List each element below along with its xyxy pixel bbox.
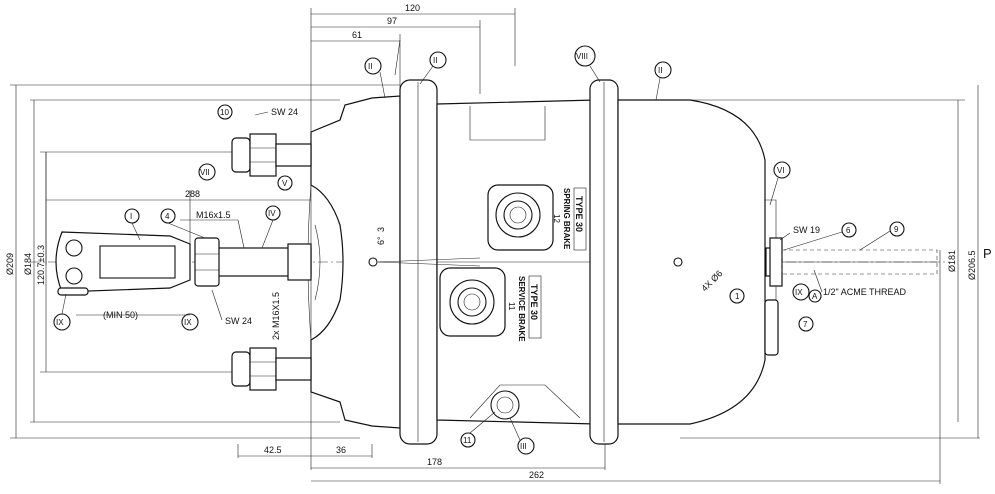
svg-text:4: 4 xyxy=(165,212,170,221)
spring-chamber xyxy=(617,99,766,425)
svg-text:II: II xyxy=(368,62,372,71)
mounting-stud-top xyxy=(231,133,312,177)
callout-sw19: SW 19 xyxy=(793,225,820,235)
dim-97: 97 xyxy=(387,16,397,26)
mounting-stud-bottom xyxy=(231,347,312,391)
svg-text:A: A xyxy=(812,292,818,301)
svg-text:VI: VI xyxy=(777,166,785,175)
svg-text:III: III xyxy=(520,442,527,451)
right-dimensions: Ø206.5 Ø181 P xyxy=(947,85,992,438)
dim-tol3: 3 xyxy=(376,227,386,232)
svg-text:SPRING BRAKE: SPRING BRAKE xyxy=(562,188,571,250)
dim-dia181: Ø181 xyxy=(947,250,957,272)
svg-text:TYPE 30: TYPE 30 xyxy=(574,196,584,232)
left-dimensions: Ø209 Ø184 120.7±0.3 xyxy=(5,85,47,438)
clevis xyxy=(55,231,191,296)
bubbles: 10 VII V I 4 IV IX IX II II VIII II VI 6… xyxy=(53,45,905,455)
svg-text:I: I xyxy=(130,212,132,221)
svg-text:II: II xyxy=(433,56,437,65)
dim-120: 120 xyxy=(405,3,420,13)
svg-text:9: 9 xyxy=(894,225,899,234)
dim-288: 288 xyxy=(185,189,200,199)
svg-text:7: 7 xyxy=(803,320,808,329)
bubble-leaders xyxy=(61,39,891,441)
clamp-ring-left xyxy=(399,79,438,445)
dim-120-7: 120.7±0.3 xyxy=(36,245,46,285)
callout-acme-thread: 1/2" ACME THREAD xyxy=(823,287,907,297)
bottom-dimensions: 42.5 36 178 262 xyxy=(238,445,940,482)
svg-text:12: 12 xyxy=(552,214,561,223)
push-rod xyxy=(194,237,312,287)
dim-angle6: 6° xyxy=(376,236,386,245)
dim-dia209: Ø209 xyxy=(5,253,15,275)
svg-text:TYPE 30: TYPE 30 xyxy=(529,284,539,320)
callout-sw24-top: SW 24 xyxy=(271,107,298,117)
label-p: P xyxy=(983,246,992,261)
svg-text:SERVICE BRAKE: SERVICE BRAKE xyxy=(517,276,526,342)
svg-text:IX: IX xyxy=(795,288,803,297)
service-brake-label: TYPE 30 SERVICE BRAKE 11 xyxy=(507,275,542,342)
svg-text:6: 6 xyxy=(846,226,851,235)
spring-brake-label: TYPE 30 SPRING BRAKE 12 xyxy=(552,187,587,251)
svg-text:VII: VII xyxy=(200,168,210,177)
svg-text:11: 11 xyxy=(507,302,516,311)
top-dimensions: 120 97 61 288 xyxy=(46,3,515,201)
dim-36: 36 xyxy=(336,445,346,455)
svg-text:1: 1 xyxy=(735,292,740,301)
spring-brake-port xyxy=(487,184,554,251)
datum-mark-right xyxy=(673,257,683,267)
dim-178: 178 xyxy=(427,457,442,467)
service-chamber-head xyxy=(310,95,401,429)
callout-m16: M16x1.5 xyxy=(196,210,231,220)
svg-text:10: 10 xyxy=(220,108,229,117)
dim-dia206-5: Ø206.5 xyxy=(967,250,977,280)
dim-262: 262 xyxy=(529,470,544,480)
dim-61: 61 xyxy=(352,30,362,40)
svg-text:VIII: VIII xyxy=(576,52,588,61)
callout-m16-2x: 2x M16X1.5 xyxy=(271,292,281,340)
svg-text:V: V xyxy=(282,179,288,188)
release-bolt xyxy=(765,237,938,287)
dim-42-5: 42.5 xyxy=(264,445,282,455)
svg-text:IX: IX xyxy=(184,318,192,327)
svg-text:II: II xyxy=(658,66,662,75)
svg-text:IX: IX xyxy=(56,318,64,327)
service-brake-port xyxy=(439,267,506,337)
bottom-boss xyxy=(490,390,520,420)
datum-mark-left xyxy=(368,257,378,267)
extension-lines-h xyxy=(10,84,980,439)
dim-dia184: Ø184 xyxy=(23,253,33,275)
svg-text:11: 11 xyxy=(463,436,472,445)
svg-text:IV: IV xyxy=(268,209,276,218)
callout-sw24-bot: SW 24 xyxy=(225,316,252,326)
